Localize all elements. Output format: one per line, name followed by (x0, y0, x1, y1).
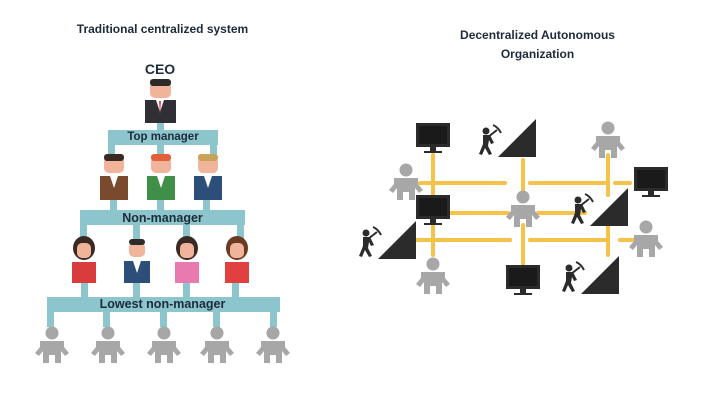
top-manager-avatar-3 (194, 154, 222, 200)
ceo-label: CEO (144, 61, 176, 77)
lowest-non-manager-icon-1 (35, 326, 69, 363)
dao-node-user-icon-4 (629, 220, 663, 257)
non-manager-avatar-4 (225, 236, 249, 283)
dao-node-monitor-icon-4 (506, 265, 540, 295)
dao-node-user-icon-5 (416, 257, 450, 294)
lowest-non-manager-icon-5 (256, 326, 290, 363)
ceo-avatar (145, 79, 176, 123)
dao-node-miner-icon-3 (358, 220, 417, 260)
dao-title: Decentralized Autonomous Organization (460, 28, 615, 61)
dao-node-miner-icon-1 (478, 118, 537, 158)
dao-node-monitor-icon-2 (634, 167, 668, 197)
lowest-non-manager-icon-2 (91, 326, 125, 363)
dao-node-user-icon-1 (591, 121, 625, 158)
non-manager-avatar-1 (72, 236, 96, 283)
lowest-non-manager-icon-3 (147, 326, 181, 363)
lowest-non-manager-label: Lowest non-manager (99, 297, 226, 311)
dao-node-miner-icon-2 (570, 187, 629, 227)
dao-node-monitor-icon-1 (416, 123, 450, 153)
hierarchy-connectors (47, 120, 280, 327)
top-manager-avatar-2 (147, 154, 175, 200)
top-manager-avatar-1 (100, 154, 128, 200)
traditional-system-title: Traditional centralized system (76, 22, 249, 36)
dao-node-user-icon-2 (389, 163, 423, 200)
non-manager-label: Non-manager (122, 211, 203, 225)
non-manager-avatar-3 (175, 236, 199, 283)
dao-node-monitor-icon-3 (416, 195, 450, 225)
non-manager-avatar-2 (124, 239, 150, 283)
top-manager-label: Top manager (127, 131, 199, 143)
dao-node-miner-icon-4 (561, 255, 620, 295)
dao-node-user-icon-3 (506, 190, 540, 227)
lowest-non-manager-icon-4 (200, 326, 234, 363)
